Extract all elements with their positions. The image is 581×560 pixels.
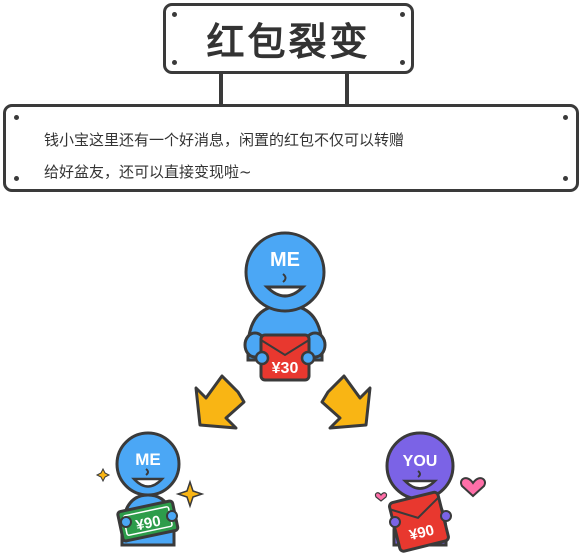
sign-post-right [345,74,349,104]
arrow-down-right-icon [320,374,372,430]
bolt-icon [14,176,19,181]
bolt-icon [172,60,177,65]
description-line-1: 钱小宝这里还有一个好消息，闲置的红包不仅可以转赠 [44,131,405,149]
envelope-amount: ¥90 [408,522,436,545]
bolt-icon [172,12,177,17]
avatar-label: ME [135,450,161,469]
title-sign: 红包裂变 [163,3,414,74]
arrow-down-left-icon [194,374,246,430]
avatar-label: ME [270,249,300,271]
description-line-2: 给好盆友，还可以直接变现啦~ [44,163,252,181]
sparkle-icon [175,479,205,509]
envelope-amount: ¥30 [272,360,299,377]
sparkle-icon [95,467,111,483]
bolt-icon [14,115,19,120]
bolt-icon [563,176,568,181]
cash-amount: ¥90 [134,513,162,535]
figure-me-top: ME ¥30 [243,231,327,382]
bolt-icon [400,60,405,65]
heart-icon [460,477,486,498]
figure-you-right: YOU ¥90 [385,431,455,553]
page-title: 红包裂变 [206,20,371,64]
sign-post-left [219,74,223,104]
bolt-icon [563,115,568,120]
heart-icon [374,492,388,502]
cash-bill: ¥90 [116,499,180,543]
red-envelope: ¥90 [388,490,450,553]
description-banner: 钱小宝这里还有一个好消息，闲置的红包不仅可以转赠 给好盆友，还可以直接变现啦~ [3,104,579,192]
description-text: 钱小宝这里还有一个好消息，闲置的红包不仅可以转赠 给好盆友，还可以直接变现啦~ [44,124,564,188]
bolt-icon [400,12,405,17]
avatar-label: YOU [403,453,438,470]
figure-me-left: ME ¥90 [115,431,181,547]
